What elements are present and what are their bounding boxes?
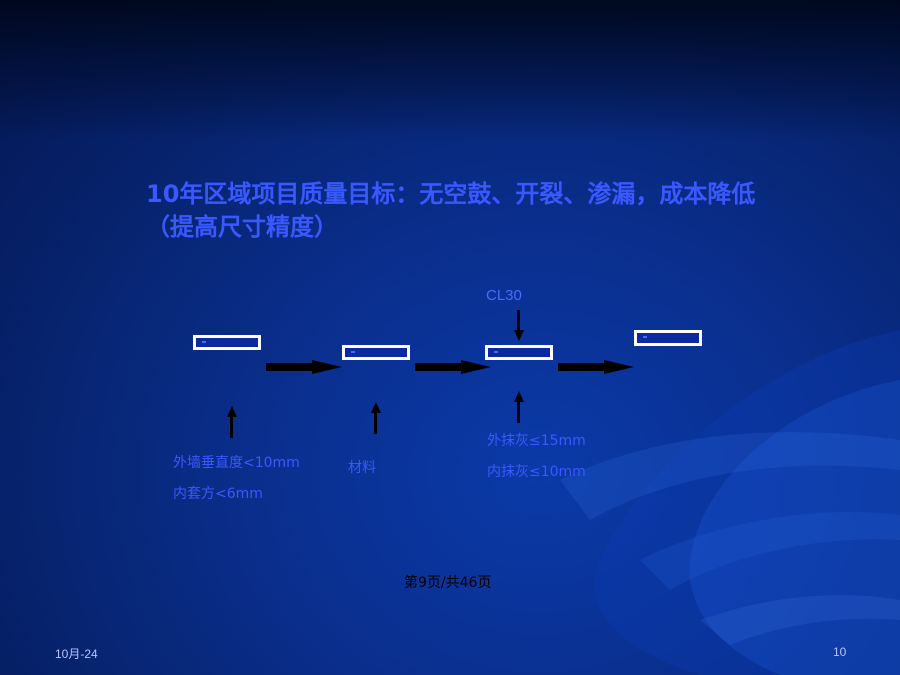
slide-top-gradient <box>0 0 900 140</box>
up-arrow-wall <box>227 406 237 438</box>
flow-arrow-1 <box>266 360 342 374</box>
wall-verticality-label: 外墙垂直度<10mm <box>173 455 300 471</box>
box-marker <box>494 351 498 353</box>
flow-arrow-3 <box>558 360 634 374</box>
process-box-2 <box>342 345 410 360</box>
flow-arrow-2 <box>415 360 491 374</box>
box-marker <box>202 341 206 343</box>
inner-plaster-label: 内抹灰≤10mm <box>487 464 586 480</box>
inner-square-label: 内套方<6mm <box>173 486 263 502</box>
process-box-3 <box>485 345 553 360</box>
outer-plaster-label: 外抹灰≤15mm <box>487 433 586 449</box>
slide-title: 10年区域项目质量目标：无空鼓、开裂、渗漏，成本降低（提高尺寸精度） <box>146 180 756 241</box>
process-box-4 <box>634 330 702 346</box>
box-marker <box>351 351 355 353</box>
footer-date: 10月-24 <box>55 647 98 661</box>
up-arrow-plaster <box>514 391 524 423</box>
up-arrow-material <box>371 402 381 434</box>
process-box-1 <box>193 335 261 350</box>
material-label: 材料 <box>348 460 376 476</box>
footer-page-number: 10 <box>833 645 847 659</box>
page-info: 第9页/共46页 <box>404 575 492 591</box>
cl30-label: CL30 <box>486 287 522 304</box>
down-arrow-cl30 <box>514 310 524 342</box>
box-marker <box>643 336 647 338</box>
